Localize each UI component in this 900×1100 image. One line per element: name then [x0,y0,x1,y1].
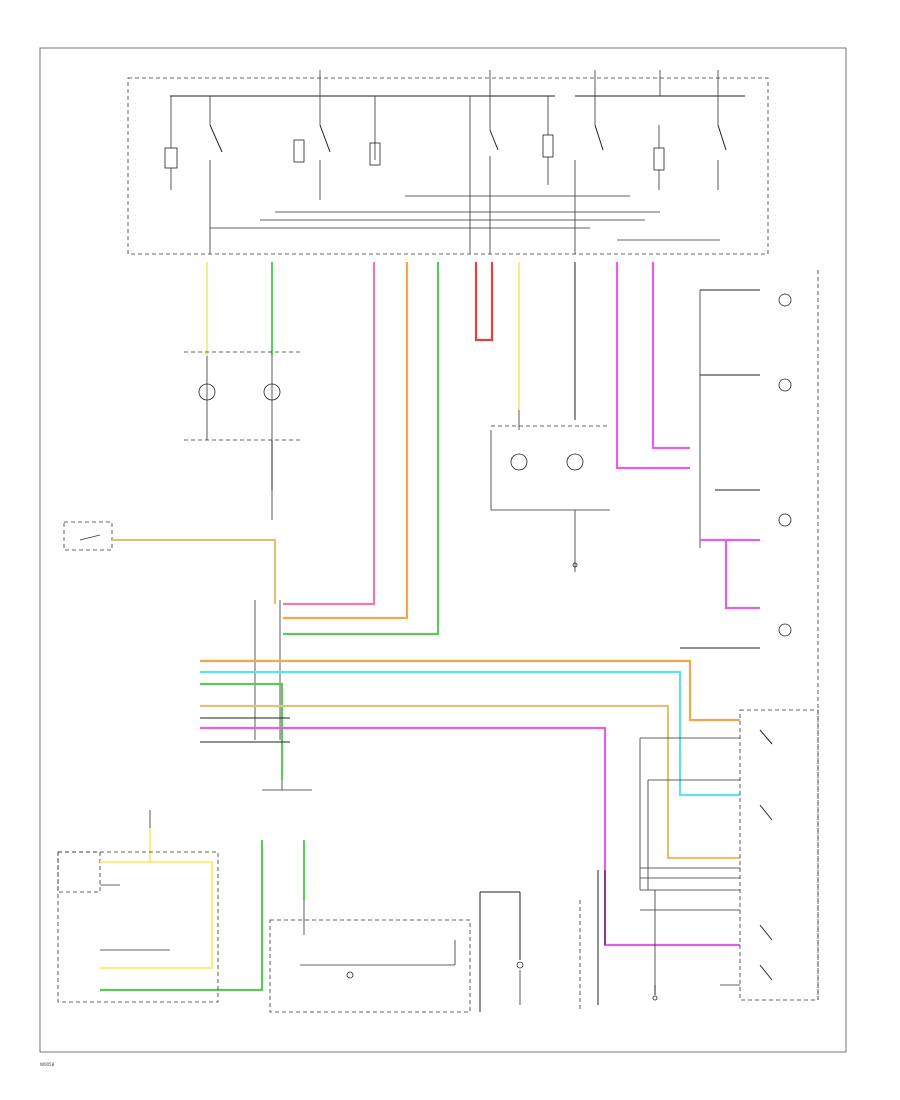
bottom-center-module [262,780,606,1013]
wire-yellow-right [490,262,610,572]
wire-orange-long [200,659,740,722]
right-components [680,270,819,1000]
wire-green-vert [200,682,284,780]
wire-pink-1 [283,262,376,606]
lamp-icon [566,453,584,471]
wire-magenta-long [200,726,740,947]
diagram-frame [39,47,847,1053]
lamp-icon [510,453,528,471]
relay-group-1 [164,96,381,254]
lamp-icon [778,293,792,307]
lamp-icon [198,383,216,401]
wire-tan-long [200,704,740,860]
wire-green-2 [283,262,440,636]
lamp-icon [778,623,792,637]
right-switch-assembly [639,709,819,1001]
left-switch [63,521,277,604]
wire-magenta-2 [651,262,690,450]
wire-cyan-long [200,670,740,797]
top-module [127,70,769,255]
lamp-icon [778,513,792,527]
wire-magenta-1 [615,262,690,470]
lamp-icon [778,378,792,392]
right-lamps [491,425,610,568]
wire-orange-1 [283,262,409,620]
left-connector-strip [254,600,281,740]
lamp-icon [263,383,281,401]
diagram-code: W0058 [40,1062,55,1067]
bottom-left-module [57,810,264,1003]
wire-red-loop [474,262,494,342]
relay-group-2 [469,96,727,254]
left-lamps [184,351,300,441]
top-module-box [127,77,769,255]
